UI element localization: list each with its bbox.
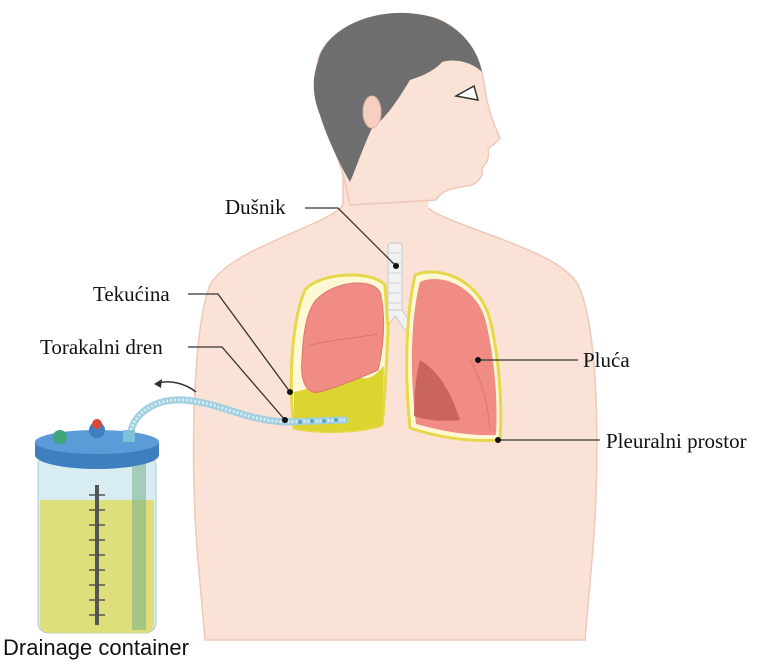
label-chest-tube: Torakalni dren [40, 337, 163, 358]
label-lungs: Pluća [583, 350, 630, 371]
label-drainage-container: Drainage container [3, 637, 189, 659]
label-pleural-space: Pleuralni prostor [606, 431, 747, 452]
flow-arrow-icon [158, 382, 196, 392]
torso [194, 170, 597, 640]
ear-icon [363, 96, 381, 128]
drainage-container-icon [35, 419, 159, 633]
label-trachea: Dušnik [225, 197, 286, 218]
label-fluid: Tekućina [93, 284, 170, 305]
